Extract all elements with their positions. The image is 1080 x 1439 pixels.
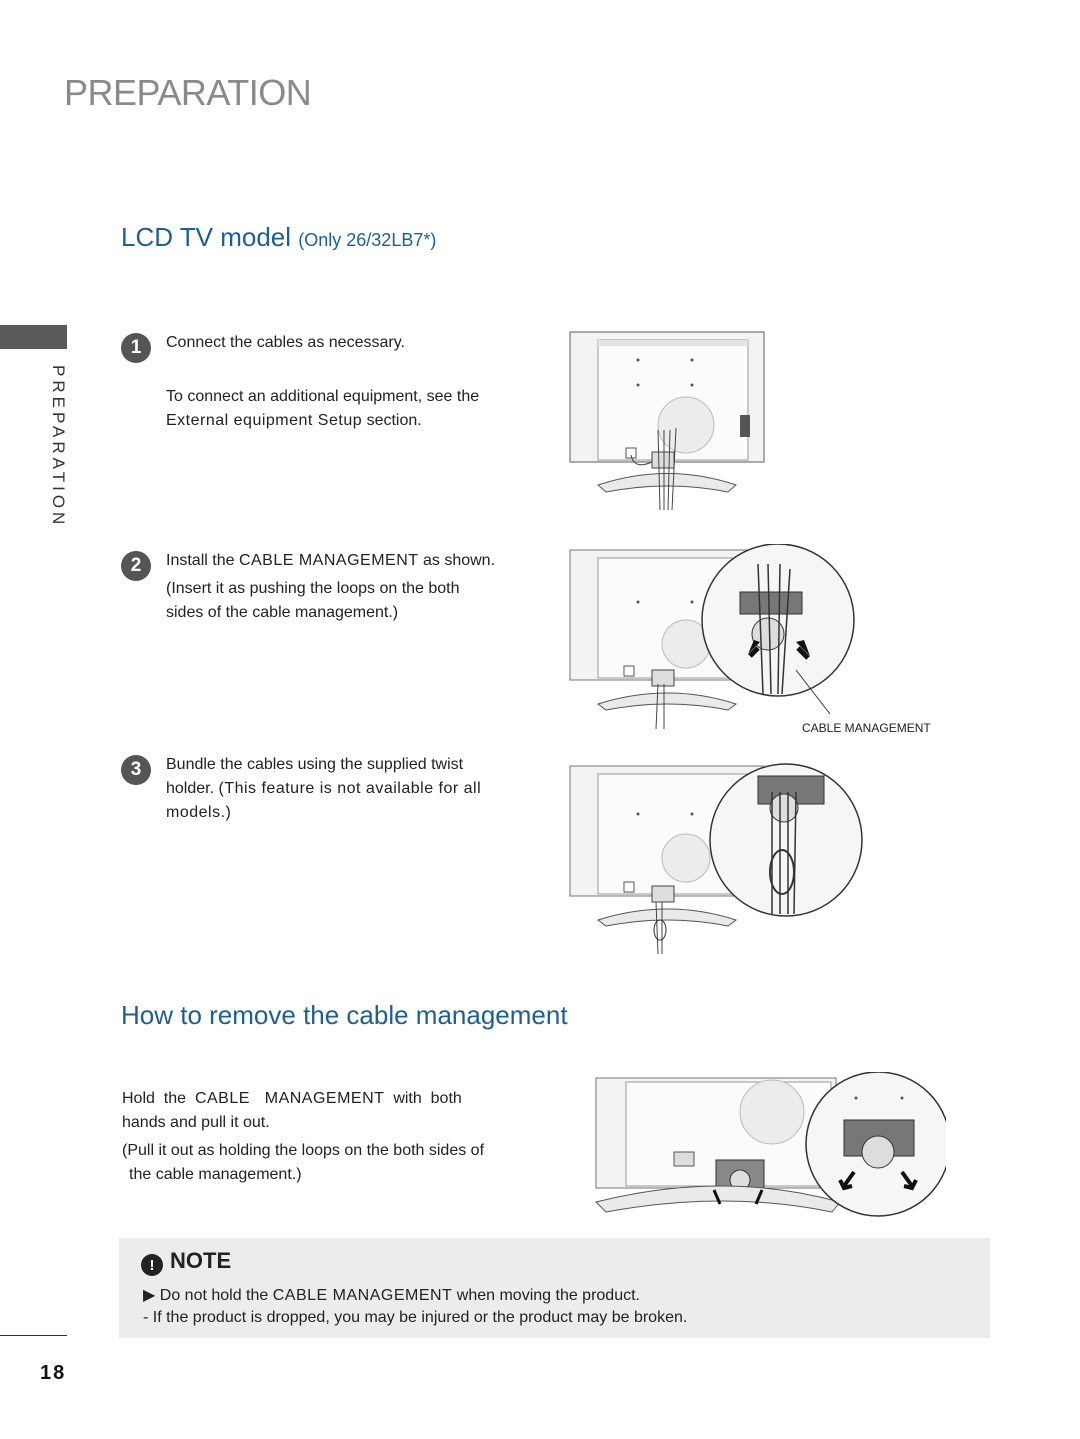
step-1-badge: 1 [121,333,151,363]
step-2-line-1: Install the CABLE MANAGEMENT as shown. [166,549,495,573]
footer-rule [0,1335,67,1336]
tv-back-illustration-2 [569,544,855,730]
remove-heading: How to remove the cable management [121,1000,568,1030]
step-2-line-1-post: as shown. [418,552,496,569]
step-2-line-1-pre: Install the [166,552,239,569]
step-1-line-3-rest: section. [362,412,422,429]
note-box [119,1238,990,1338]
remove-line-1-pre: Hold the [122,1090,195,1107]
page-title: PREPARATION [64,72,312,113]
step-3-emphasis: (This feature is not available for all [218,780,482,797]
tv-back-illustration-3 [569,763,863,955]
tv-back-illustration-4 [595,1072,946,1217]
step-1-line-3: External equipment Setup section. [166,409,422,433]
step-2-line-2: (Insert it as pushing the loops on the b… [166,580,460,597]
remove-line-1-post: with both [384,1090,462,1107]
section-heading: LCD TV model (Only 26/32LB7*) [121,222,436,253]
step-1-line-2: To connect an additional equipment, see … [166,388,480,405]
remove-line-2: hands and pull it out. [122,1114,270,1131]
remove-emphasis: CABLE MANAGEMENT [194,1090,385,1107]
note-emphasis: CABLE MANAGEMENT [272,1287,453,1304]
step-3-badge: 3 [121,755,151,785]
step-3-line-2: holder. (This feature is not available f… [166,777,481,801]
step-3-line-3: models.) [166,804,232,821]
section-subheading: (Only 26/32LB7*) [298,230,437,250]
tv-back-illustration-1 [569,331,765,511]
cable-management-caption: CABLE MANAGEMENT [802,721,931,735]
note-label: NOTE [170,1248,232,1273]
note-line-2: - If the product is dropped, you may be … [143,1309,688,1326]
note-line-1-pre: Do not hold the [159,1287,273,1304]
exclamation-icon: ! [141,1254,163,1276]
remove-line-1: Hold the CABLE MANAGEMENT with both [122,1087,518,1111]
step-2-badge: 2 [121,551,151,581]
note-line-1-post: when moving the product. [452,1287,640,1304]
step-1-line-1: Connect the cables as necessary. [166,334,405,351]
step-1-emphasis: External equipment Setup [166,412,363,429]
triangle-bullet-icon: ▶ [143,1287,156,1304]
step-2-line-3: sides of the cable management.) [166,604,399,621]
page-number: 18 [40,1362,67,1384]
sidebar-tab [0,325,67,349]
step-2-emphasis: CABLE MANAGEMENT [238,552,419,569]
section-heading-text: LCD TV model [121,222,292,252]
remove-line-4: the cable management.) [129,1166,302,1183]
sidebar-label: PREPARATION [49,365,68,529]
note-line-1: ▶ Do not hold the CABLE MANAGEMENT when … [143,1285,640,1305]
remove-line-3: (Pull it out as holding the loops on the… [122,1142,485,1159]
step-3-line-1: Bundle the cables using the supplied twi… [166,756,464,773]
step-3-line-2-pre: holder. [166,780,219,797]
